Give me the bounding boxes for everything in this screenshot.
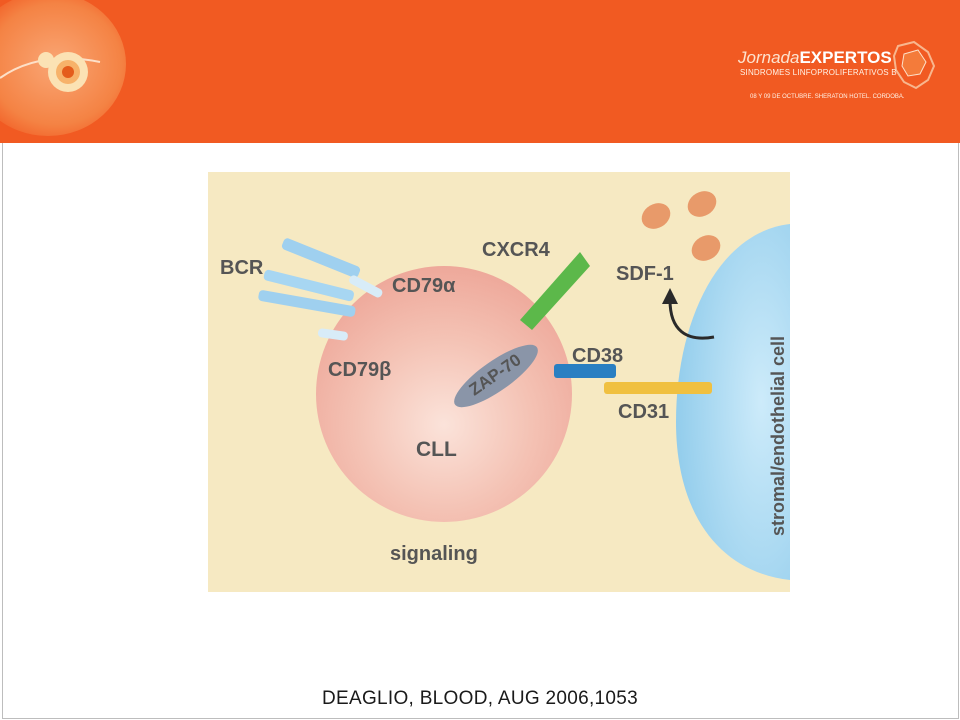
label-sdf1: SDF-1 xyxy=(616,263,674,285)
label-cxcr4: CXCR4 xyxy=(482,239,551,261)
citation-text: DEAGLIO, BLOOD, AUG 2006,1053 xyxy=(321,688,639,709)
brand-subtitle: SINDROMES LINFOPROLIFERATIVOS B xyxy=(740,68,897,77)
label-cd31: CD31 xyxy=(618,401,669,423)
congress-logo-icon xyxy=(0,0,126,136)
slide-frame xyxy=(2,143,959,719)
label-cd79a: CD79α xyxy=(392,275,456,297)
label-stromal-cell: stromal/endothelial cell xyxy=(768,336,788,536)
label-cd38: CD38 xyxy=(572,345,623,367)
secretion-arrow-icon xyxy=(662,288,715,340)
zap70-kinase-icon xyxy=(454,344,538,408)
cd31-receptor-icon xyxy=(604,382,712,394)
stromal-cell-shape xyxy=(676,224,790,580)
cxcr4-receptor-icon xyxy=(520,252,590,330)
header-banner: JornadaEXPERTOS SINDROMES LINFOPROLIFERA… xyxy=(0,0,960,143)
label-bcr: BCR xyxy=(220,257,264,279)
brand-logo: JornadaEXPERTOS SINDROMES LINFOPROLIFERA… xyxy=(738,48,905,100)
sdf1-ligand-icon xyxy=(641,191,721,261)
brand-word-expertos: EXPERTOS xyxy=(799,48,892,67)
bcr-receptor-icon xyxy=(258,238,383,341)
label-cll: CLL xyxy=(416,438,457,461)
cd38-receptor-icon xyxy=(554,364,616,378)
label-cd79b: CD79β xyxy=(328,359,391,381)
brand-map-icon xyxy=(892,40,936,90)
cll-signaling-diagram: ZAP-70 BCR CD79α CD79β CXCR4 SDF-1 CD38 … xyxy=(208,172,790,592)
label-signaling: signaling xyxy=(390,543,478,565)
brand-dateline: 08 Y 09 DE OCTUBRE. SHERATON HOTEL. CORD… xyxy=(750,94,905,100)
brand-word-jornada: Jornada xyxy=(738,48,800,67)
cll-cell-shape xyxy=(316,266,572,522)
